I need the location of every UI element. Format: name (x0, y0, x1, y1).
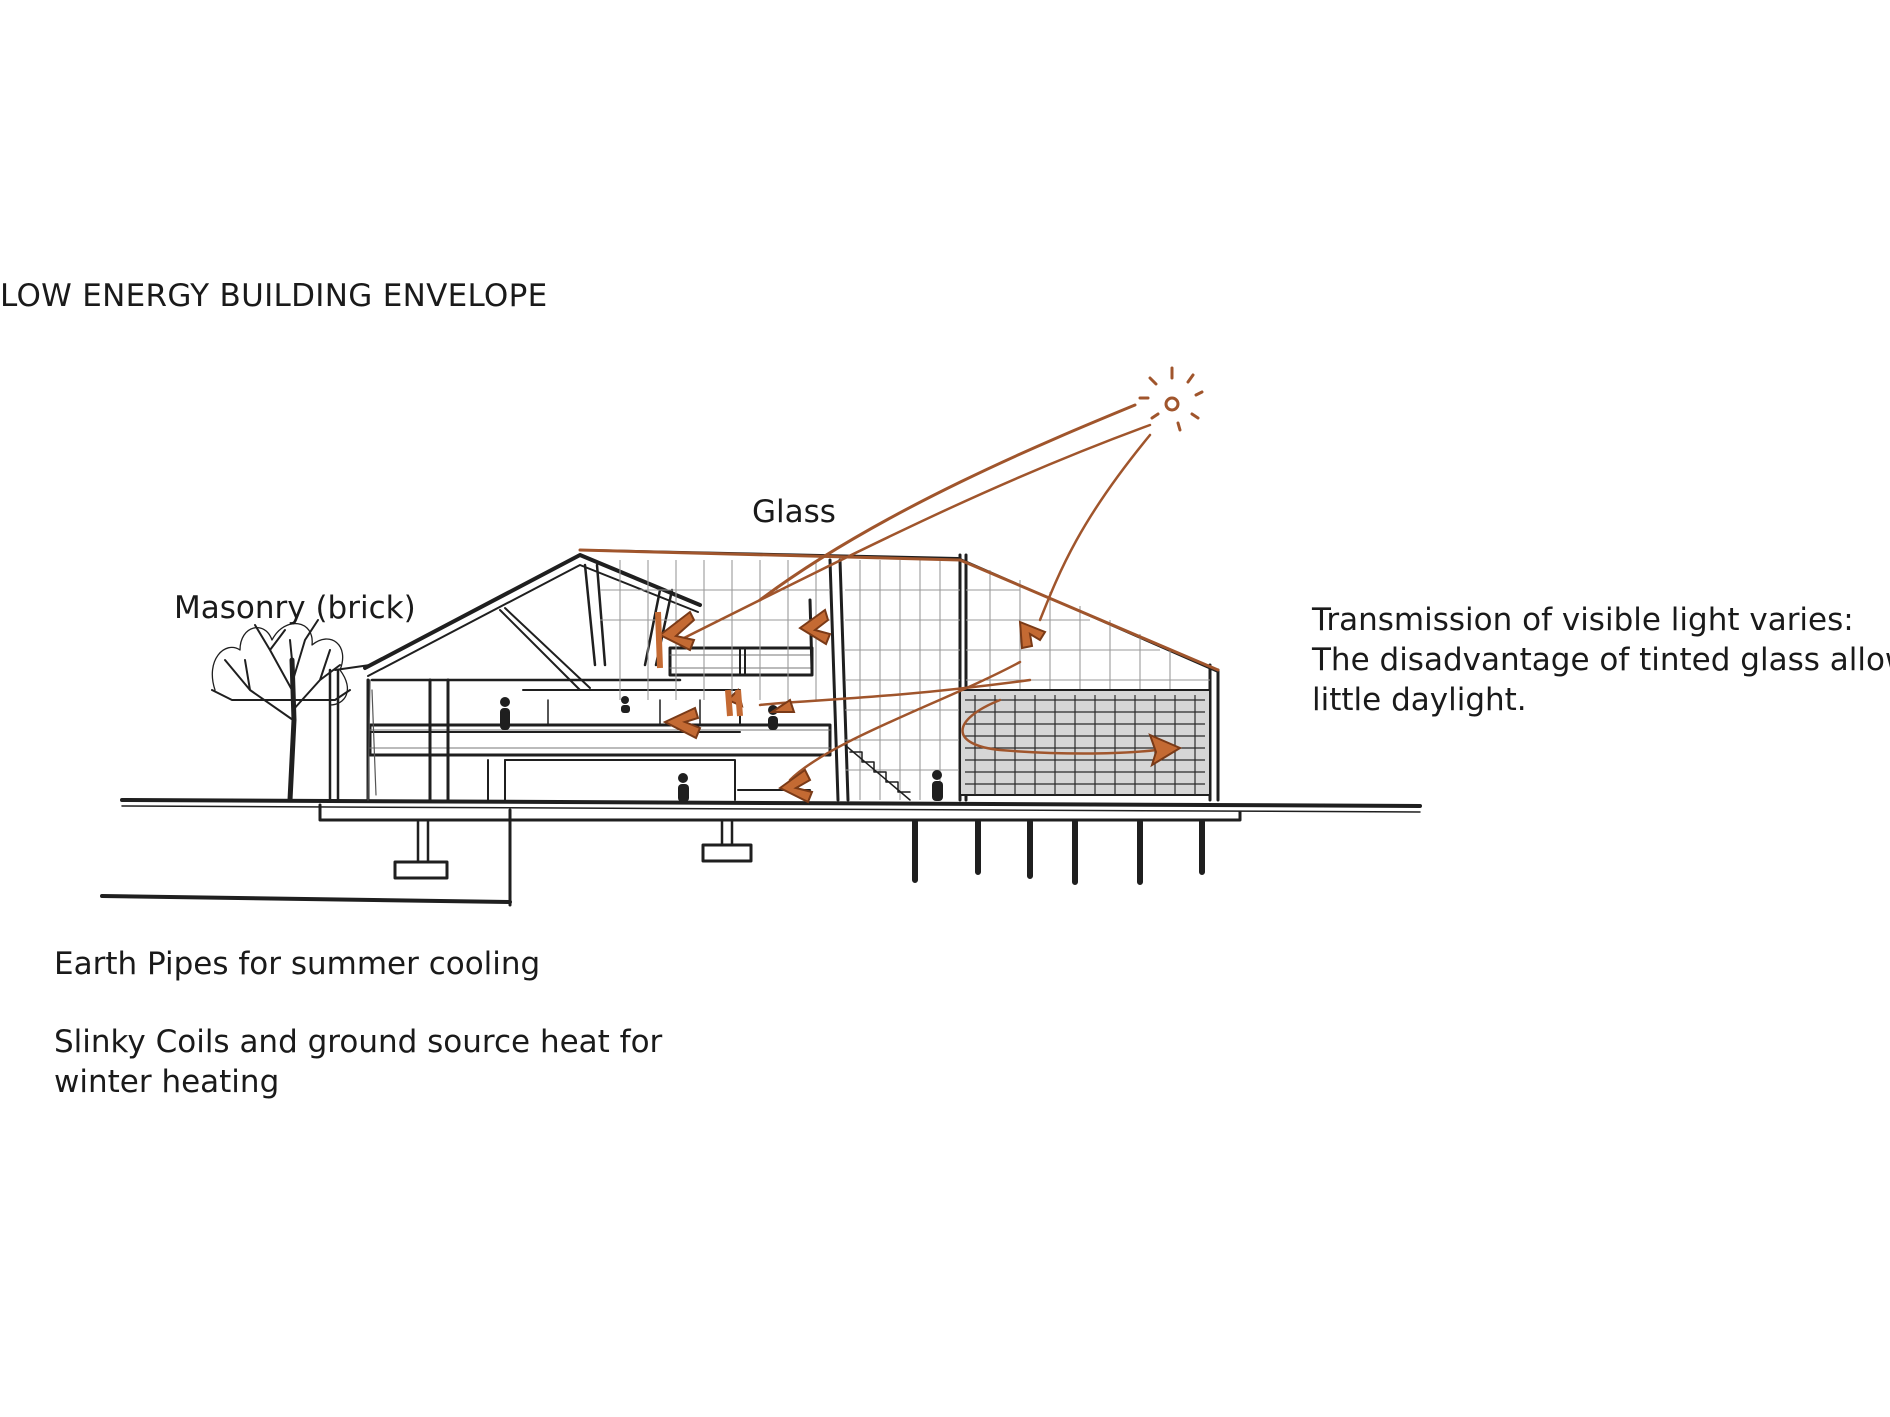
person-icon (621, 696, 630, 713)
sun-ray-arrow-icon (658, 608, 1183, 804)
page-title: LOW ENERGY BUILDING ENVELOPE (0, 278, 548, 314)
person-icon (500, 697, 510, 730)
transmission-note-line: Transmission of visible light varies: (1312, 602, 1854, 638)
sun-icon (1138, 366, 1204, 432)
person-icons (500, 696, 943, 802)
transmission-note: Transmission of visible light varies: Th… (1312, 600, 1890, 720)
sunlight-rays (578, 403, 1220, 782)
person-icon (932, 770, 943, 801)
interior-planting (959, 689, 1211, 796)
ground-and-foundations (100, 798, 1422, 907)
earth-pipes-note: Earth Pipes for summer cooling (54, 946, 541, 982)
slinky-coils-note: Slinky Coils and ground source heat for … (54, 1022, 662, 1102)
slinky-coils-note-line: Slinky Coils and ground source heat for (54, 1024, 663, 1060)
glass-pane-accents (655, 611, 743, 717)
masonry-label: Masonry (brick) (174, 590, 416, 626)
transmission-note-line: little daylight. (1312, 682, 1527, 718)
glass-label: Glass (752, 494, 836, 530)
masonry-building (328, 553, 832, 802)
person-icon (678, 773, 689, 802)
slinky-coils-note-line: winter heating (54, 1064, 280, 1100)
transmission-note-line: The disadvantage of tinted glass allows (1312, 642, 1890, 678)
